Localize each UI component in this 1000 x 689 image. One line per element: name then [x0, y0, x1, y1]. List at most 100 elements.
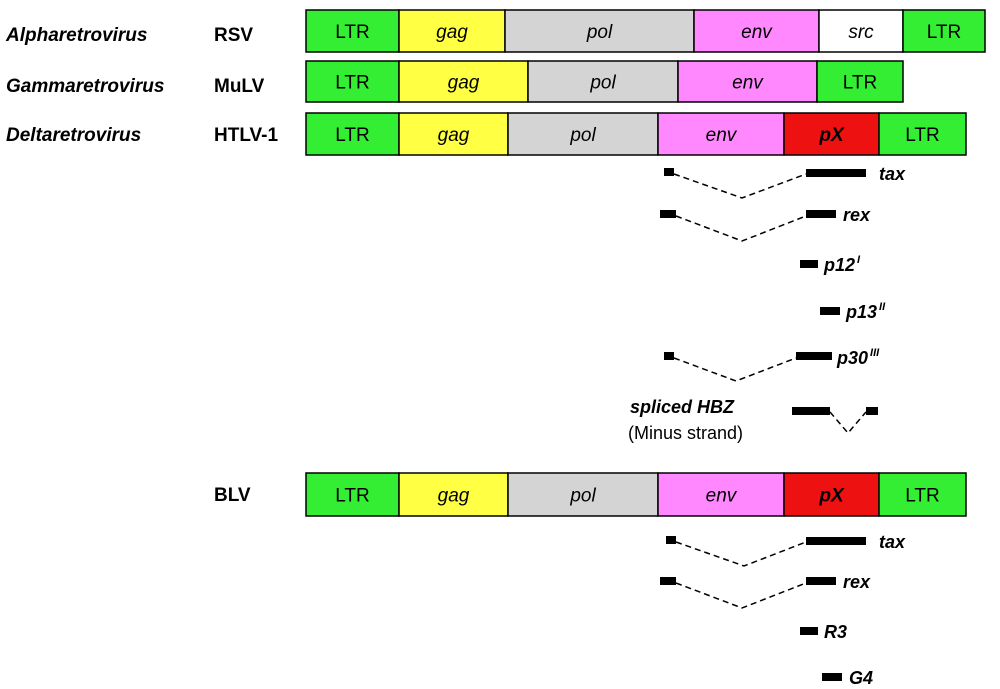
- segment-label: LTR: [927, 22, 961, 43]
- exon-bar: [806, 537, 866, 545]
- virus-label: BLV: [214, 485, 251, 506]
- segment-ltr: [816, 60, 904, 103]
- exon-bar: [664, 352, 674, 360]
- segment-label: pol: [569, 125, 596, 146]
- exon-bar: [660, 577, 676, 585]
- virus-label: RSV: [214, 25, 253, 46]
- transcript-label: rex: [843, 205, 871, 225]
- transcript-superscript: II: [879, 301, 886, 313]
- blv-transcripts: tax rex R3 G4: [660, 532, 906, 688]
- segment-label: gag: [448, 73, 480, 94]
- segment-label: LTR: [335, 73, 369, 94]
- segment-label: gag: [436, 22, 468, 43]
- splice-line: [675, 541, 807, 567]
- splice-line: [829, 411, 867, 435]
- segment-ltr: [305, 472, 400, 517]
- segment-gag: [398, 9, 506, 53]
- virus-label: HTLV-1: [214, 125, 278, 146]
- splice-line: [675, 215, 807, 242]
- segment-gag: [398, 112, 509, 156]
- exon-bar: [806, 210, 836, 218]
- transcript-hbz: spliced HBZ (Minus strand): [628, 397, 878, 443]
- transcript-superscript: I: [857, 254, 861, 266]
- segment-ltr: [305, 9, 400, 53]
- virus-label: MuLV: [214, 76, 265, 97]
- transcript-label: G4: [849, 668, 873, 688]
- segment-px: [783, 112, 880, 156]
- segment-ltr: [878, 472, 967, 517]
- segment-label: pX: [818, 486, 845, 507]
- segment-label: pX: [818, 125, 845, 146]
- exon-bar: [666, 536, 676, 544]
- splice-line: [673, 357, 797, 382]
- segment-gag: [398, 60, 529, 103]
- segment-label: gag: [438, 125, 470, 146]
- segment-label: LTR: [905, 486, 939, 507]
- segment-label: LTR: [843, 73, 877, 94]
- hbz-title: spliced HBZ: [630, 397, 735, 417]
- segment-pol: [507, 472, 659, 517]
- exon-bar: [806, 169, 866, 177]
- transcript-label: tax: [879, 532, 906, 552]
- hbz-subtitle: (Minus strand): [628, 423, 743, 443]
- exon-bar: [660, 210, 676, 218]
- genome-bar-rsv: LTR gag pol env src LTR: [305, 9, 986, 53]
- exon-bar: [792, 407, 830, 415]
- exon-bar: [664, 168, 674, 176]
- segment-label: pol: [586, 22, 613, 43]
- transcript-tax: tax: [666, 532, 906, 567]
- segment-label: env: [706, 125, 738, 146]
- transcript-g4: G4: [822, 668, 873, 688]
- segment-pol: [504, 9, 695, 53]
- transcript-label: R3: [824, 622, 847, 642]
- segment-env: [657, 472, 785, 517]
- exon-bar: [866, 407, 878, 415]
- segment-label: pol: [589, 73, 616, 94]
- segment-pol: [527, 60, 679, 103]
- genus-label: Deltaretrovirus: [6, 125, 141, 146]
- transcript-rex: rex: [660, 205, 871, 242]
- splice-line: [675, 582, 807, 609]
- genome-row-rsv: Alpharetrovirus RSV LTR gag pol env src LTR: [5, 9, 986, 53]
- transcript-rex: rex: [660, 572, 871, 609]
- exon-bar: [822, 673, 842, 681]
- genus-label: Alpharetrovirus: [5, 25, 147, 46]
- segment-label: pol: [569, 486, 596, 507]
- segment-label: env: [741, 22, 773, 43]
- segment-label: env: [706, 486, 738, 507]
- exon-bar: [820, 307, 840, 315]
- segment-ltr: [305, 112, 400, 156]
- segment-ltr: [878, 112, 967, 156]
- segment-ltr: [305, 60, 400, 103]
- segment-src: [818, 9, 904, 53]
- transcript-tax: tax: [664, 164, 906, 199]
- exon-bar: [796, 352, 832, 360]
- segment-ltr: [902, 9, 986, 53]
- transcript-name: p30: [836, 348, 868, 368]
- exon-bar: [800, 260, 818, 268]
- segment-label: gag: [438, 486, 470, 507]
- transcript-superscript: III: [870, 347, 880, 359]
- segment-pol: [507, 112, 659, 156]
- transcript-label: tax: [879, 164, 906, 184]
- exon-bar: [806, 577, 836, 585]
- segment-label: LTR: [335, 22, 369, 43]
- transcript-r3: R3: [800, 622, 847, 642]
- segment-label: src: [848, 22, 874, 43]
- transcript-name: p12: [823, 255, 855, 275]
- genus-label: Gammaretrovirus: [6, 76, 164, 97]
- segment-gag: [398, 472, 509, 517]
